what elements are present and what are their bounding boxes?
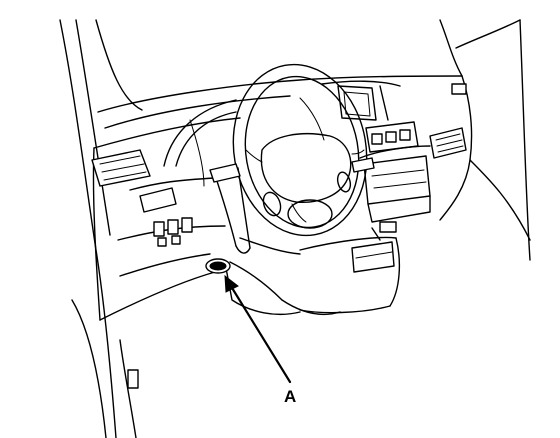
windshield-base [97,19,463,129]
lower-console [299,221,401,314]
right-air-vent [429,83,467,159]
instrument-cluster [163,97,325,187]
center-display [321,80,401,121]
steering-wheel-hub [245,133,365,229]
dashboard-panel [92,117,241,321]
callout-a-label: A [284,387,296,406]
steering-wheel [232,63,368,237]
switch-panel-upper [139,187,177,213]
left-air-vent [91,149,151,187]
component-a [205,258,231,274]
right-a-pillar [439,19,531,261]
callout-a-leader [224,274,292,384]
combination-switch [209,157,375,183]
center-console [359,121,431,223]
switch-panel-lower [153,217,193,247]
knee-bolster [225,237,341,316]
lower-pillar-detail [119,339,139,438]
